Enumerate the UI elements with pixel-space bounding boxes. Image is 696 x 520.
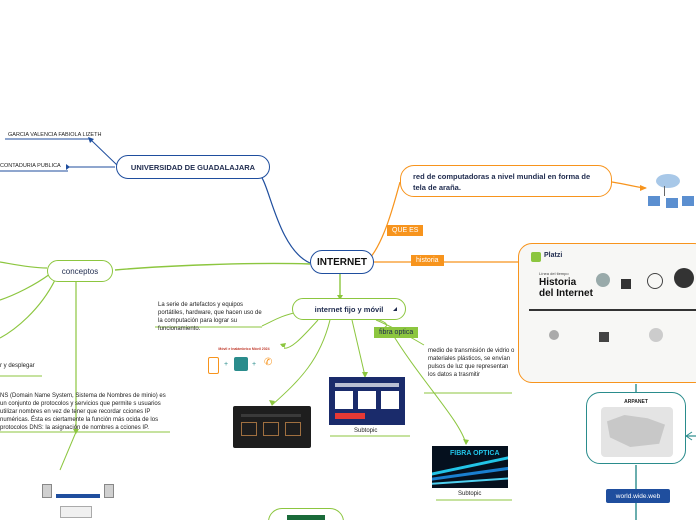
subtopic-image-a bbox=[329, 377, 405, 425]
university-node[interactable]: UNIVERSIDAD DE GUADALAJARA bbox=[116, 155, 270, 179]
fixed-mobile-node[interactable]: internet fijo y móvil bbox=[292, 298, 406, 320]
dns-note: NS (Domain Name System, Sistema de Nombr… bbox=[0, 392, 172, 432]
www-node[interactable]: world.wide.web bbox=[606, 489, 670, 503]
mobile-image-title: Móvil e Inalámbrico Móvil 2024 bbox=[204, 347, 284, 351]
bottom-node[interactable] bbox=[268, 508, 344, 520]
link-author bbox=[90, 139, 118, 166]
central-topic[interactable]: INTERNET bbox=[310, 250, 374, 274]
central-topic-label: INTERNET bbox=[317, 257, 367, 268]
tag-que-es[interactable]: QUE ES bbox=[387, 225, 423, 236]
tag-historia[interactable]: historia bbox=[411, 255, 444, 266]
history-subtitle: Línea del tiempo bbox=[539, 271, 569, 276]
history-title-1: Historia bbox=[539, 277, 576, 288]
link-concepts bbox=[115, 263, 310, 270]
university-label: UNIVERSIDAD DE GUADALAJARA bbox=[131, 163, 255, 172]
link-university bbox=[262, 178, 310, 263]
fixed-mobile-label: internet fijo y móvil bbox=[315, 305, 384, 314]
fiber-image-label: FIBRA OPTICA bbox=[450, 450, 500, 457]
collapse-icon[interactable] bbox=[393, 307, 397, 311]
www-label: world.wide.web bbox=[616, 493, 660, 500]
tag-fibra-optica[interactable]: fibra optica bbox=[374, 327, 418, 338]
platzi-brand: Platzi bbox=[544, 252, 562, 259]
concepts-node[interactable]: conceptos bbox=[47, 260, 113, 282]
definition-node[interactable]: red de computadoras a nivel mundial en f… bbox=[400, 165, 612, 197]
arpanet-node[interactable]: ARPANET bbox=[586, 392, 686, 464]
dns-diagram-image bbox=[30, 476, 126, 520]
history-title-2: del Internet bbox=[539, 288, 593, 299]
fiber-note: medio de transmisión de vidrio o materia… bbox=[428, 347, 516, 379]
subtopic-a-label: Subtopic bbox=[354, 427, 377, 435]
career-name: CONTADURIA PUBLICA bbox=[0, 162, 61, 170]
mobile-image: Móvil e Inalámbrico Móvil 2024 + + ✆ bbox=[204, 347, 284, 387]
arpanet-label: ARPANET bbox=[587, 399, 685, 405]
hardware-note: La serie de artefactos y equipos portáti… bbox=[158, 301, 266, 333]
concepts-label: conceptos bbox=[62, 267, 98, 276]
definition-text: red de computadoras a nivel mundial en f… bbox=[413, 172, 590, 192]
subtopic-b-label: Subtopic bbox=[458, 490, 481, 498]
tablet-image bbox=[233, 406, 311, 448]
fiber-image: FIBRA OPTICA bbox=[432, 446, 508, 488]
history-image-node[interactable]: Platzi Línea del tiempo Historia del Int… bbox=[518, 243, 696, 383]
author-name: GARCIA VALENCIA FABIOLA LIZETH bbox=[8, 131, 101, 139]
left-fragment: r y desplegar bbox=[0, 362, 35, 370]
network-image bbox=[646, 170, 696, 214]
